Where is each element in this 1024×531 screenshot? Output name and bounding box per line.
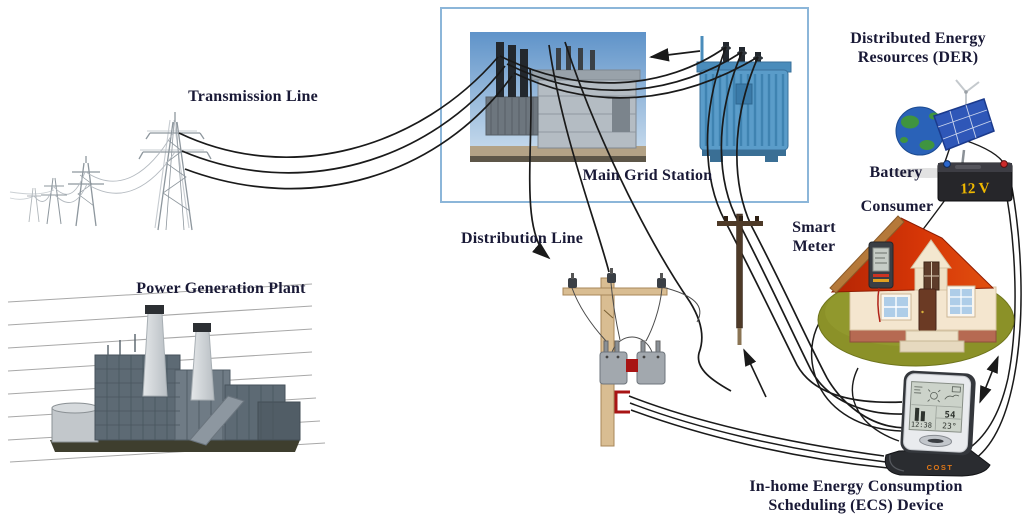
label-battery: Battery: [869, 164, 923, 181]
plant-smokestack-right: [190, 323, 215, 401]
pole-insulators: [568, 268, 666, 288]
battery-terminal-negative: [943, 160, 951, 168]
pole-transformers: [599, 340, 666, 385]
label-consumer: Consumer: [860, 198, 934, 215]
label-transmission-line: Transmission Line: [188, 88, 318, 105]
label-power-generation-plant: Power Generation Plant: [136, 280, 306, 297]
ecs-screen-value: 54: [944, 410, 956, 421]
transmission-towers-illustration: [9, 112, 212, 231]
pole-service-lines: [628, 395, 889, 469]
globe-icon: [895, 106, 945, 156]
power-plant-illustration: [50, 305, 301, 452]
ecs-screen-glyphs: [911, 386, 962, 430]
substation-bushings: [496, 42, 595, 97]
substation-transformer-illustration: [470, 32, 646, 162]
label-ecs-device: In-home Energy Consumption Scheduling (E…: [749, 478, 963, 514]
label-der: Distributed Energy Resources (DER): [850, 30, 986, 66]
pole-red-connector: [626, 359, 638, 372]
tower-span-wires: [9, 132, 176, 203]
upstream-flow-arrow: [743, 348, 767, 398]
house-window-right: [946, 285, 976, 318]
smart-meter-illustration: [868, 241, 894, 323]
plant-smokestack-left: [142, 305, 168, 397]
plant-ground: [50, 440, 300, 452]
battery-to-ecs-lines: [964, 171, 1022, 462]
ecs-device-illustration: 54 12:38 23° COST: [884, 370, 991, 477]
meter-cable: [877, 287, 881, 323]
house-roof: [830, 217, 995, 293]
solar-panel-icon: [933, 98, 995, 177]
grid-to-pole-lines: [528, 41, 732, 392]
main-grid-station-box: [440, 7, 809, 203]
house-illustration: [817, 215, 1015, 367]
plant-structures: [94, 334, 301, 446]
house-steps: [899, 330, 965, 353]
label-main-grid-station: Main Grid Station: [582, 167, 713, 184]
ecs-body: 54 12:38 23°: [900, 370, 976, 456]
dormer: [910, 239, 952, 291]
house-window-left: [880, 293, 912, 321]
ecs-base: [884, 448, 991, 477]
service-bracket: [614, 390, 630, 414]
connection-lines: [178, 41, 1022, 469]
battery-terminal-positive: [1000, 160, 1008, 168]
house-door: [918, 288, 937, 332]
grid-to-ecs-lines: [706, 46, 906, 429]
small-utility-pole: [717, 213, 763, 345]
transmission-wires: [178, 46, 759, 190]
bidirectional-arrow: [979, 355, 999, 404]
roof-fascia: [829, 215, 905, 294]
grid-flow-arrow: [649, 48, 701, 62]
ecs-screen-temp: 23°: [942, 421, 957, 431]
ecs-screen-time: 12:38: [911, 421, 932, 430]
ecs-brand-text: COST: [927, 463, 954, 472]
label-smart-meter: Smart Meter: [792, 219, 836, 255]
label-distribution-line: Distribution Line: [460, 230, 584, 247]
lawn-to-ecs-line: [851, 367, 900, 442]
battery-voltage-text: 12 V: [960, 180, 990, 197]
battery-illustration: 12 V: [937, 160, 1013, 202]
distribution-pole-illustration: [562, 268, 701, 447]
